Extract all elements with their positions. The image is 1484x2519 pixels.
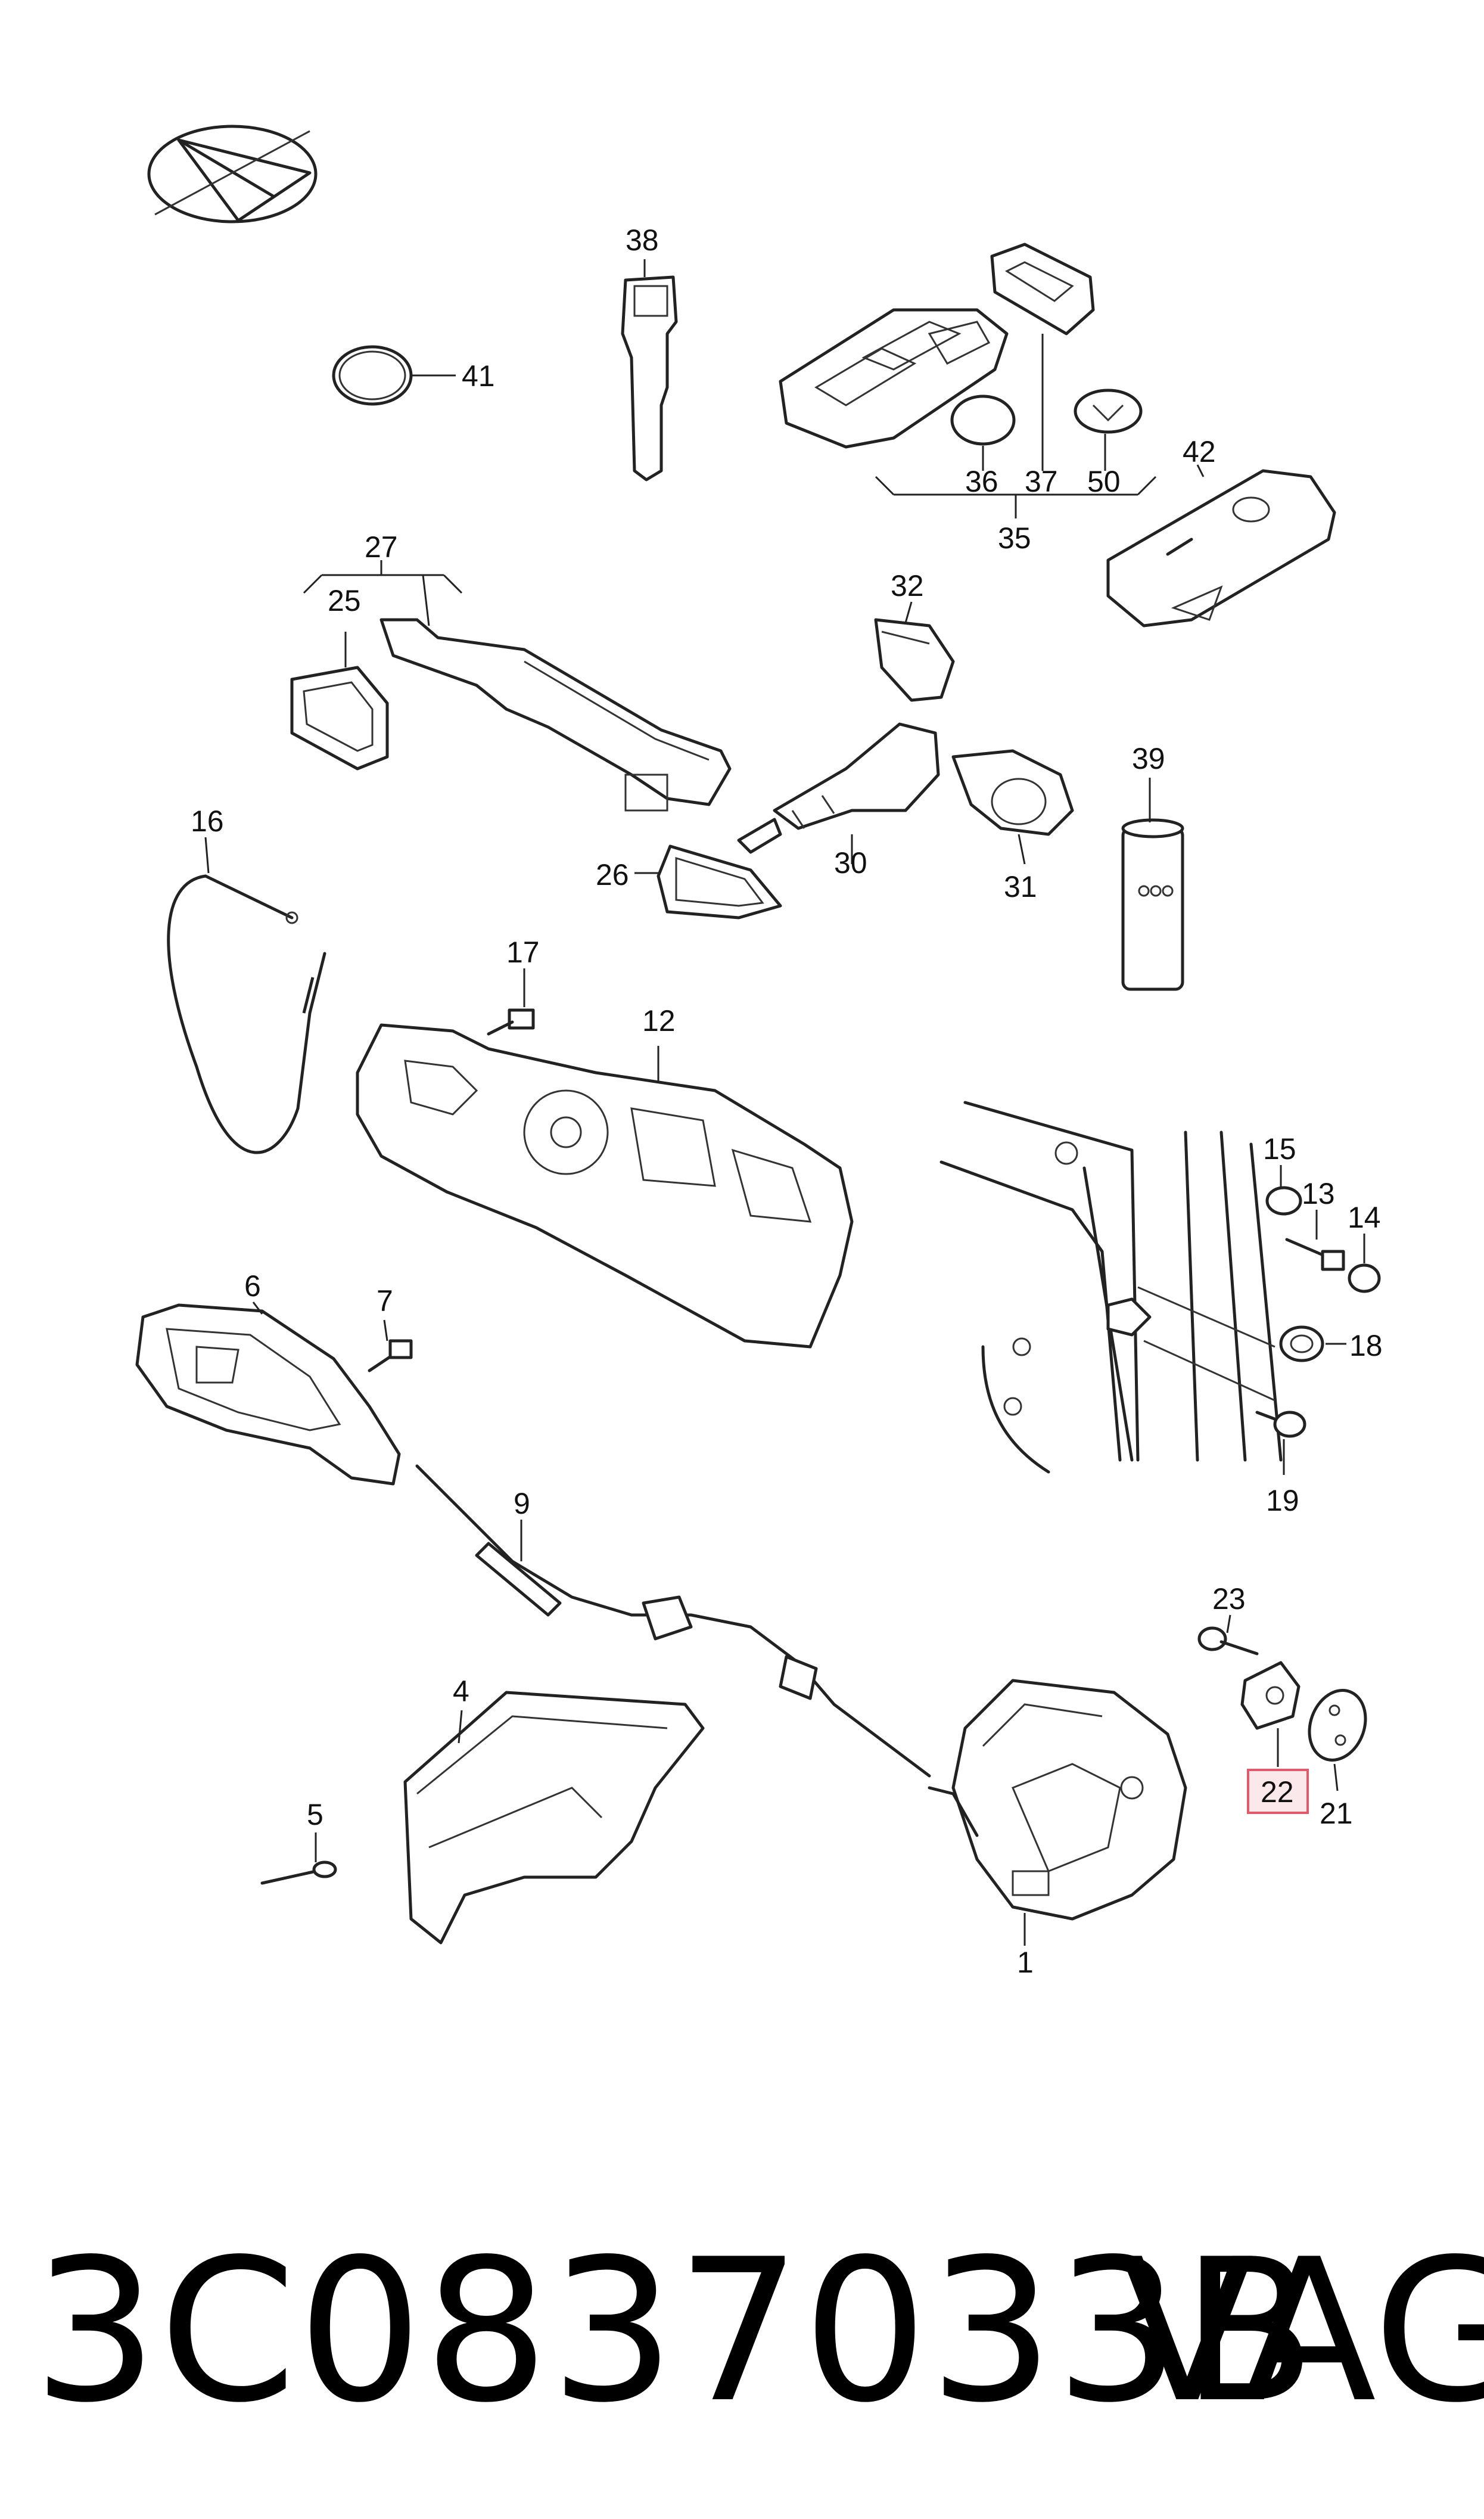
part-38-key-blade (621, 259, 678, 482)
callout-22: 22 (1261, 1775, 1294, 1809)
part-1-door-lock-actuator (928, 1679, 1187, 1946)
door-frame-section (939, 1101, 1283, 1474)
callout-37: 37 (1025, 465, 1058, 498)
part-14-cap (1348, 1234, 1381, 1293)
part-9-release-cable (415, 1464, 931, 1778)
part-39-lubricant-tube (1121, 778, 1184, 991)
part-7-screw (368, 1319, 413, 1372)
callout-7: 7 (377, 1284, 393, 1318)
callout-6: 6 (244, 1269, 261, 1303)
callout-5: 5 (307, 1798, 323, 1831)
part-30-lock-cylinder (737, 722, 940, 864)
part-6-inner-door-handle (135, 1302, 401, 1486)
callout-41: 41 (462, 359, 495, 393)
part-4-lock-bracket (403, 1691, 705, 1945)
part-15-grommet (1265, 1165, 1302, 1216)
part-50-emblem (1074, 389, 1143, 471)
callout-17: 17 (506, 936, 540, 969)
callout-32: 32 (891, 569, 924, 602)
part-13-bolt (1285, 1210, 1345, 1271)
part-16-bowden-cable (167, 837, 326, 1154)
callout-39: 39 (1132, 742, 1165, 775)
callout-42: 42 (1183, 435, 1216, 468)
callout-30: 30 (834, 846, 867, 880)
callout-50: 50 (1087, 465, 1121, 498)
callout-4: 4 (453, 1675, 469, 1708)
part-21-shim-plate (1308, 1689, 1367, 1791)
callout-38: 38 (626, 223, 659, 257)
part-42-key-fob (1106, 464, 1336, 628)
part-18-plug (1279, 1325, 1346, 1362)
part-17-screw (487, 968, 535, 1036)
callout-26: 26 (596, 858, 629, 892)
part-27-outer-door-handle (303, 560, 732, 812)
part-32-trim-cap (874, 601, 955, 702)
part-26-gasket (634, 844, 782, 920)
part-35-remote-key (779, 308, 1157, 518)
callout-1: 1 (1017, 1946, 1034, 1979)
callout-35: 35 (998, 521, 1031, 555)
part-36-battery (950, 395, 1016, 471)
callout-12: 12 (642, 1004, 676, 1038)
orientation-arrow-icon (147, 125, 318, 223)
callout-36: 36 (965, 465, 998, 498)
part-23-screw (1197, 1614, 1259, 1655)
part-37-key-cap (990, 243, 1095, 471)
brand-label: VAG (1120, 2217, 1484, 2446)
part-5-rivet (260, 1832, 337, 1885)
callout-14: 14 (1348, 1201, 1381, 1234)
callout-16: 16 (191, 805, 224, 838)
callout-19: 19 (1266, 1484, 1299, 1517)
callout-13: 13 (1302, 1177, 1335, 1210)
part-41-seal-ring (332, 345, 456, 406)
callout-21: 21 (1320, 1797, 1353, 1830)
callout-25: 25 (328, 584, 361, 617)
part-22-lock-striker (1240, 1661, 1301, 1767)
part-12-handle-carrier (356, 1023, 854, 1349)
callout-27: 27 (365, 530, 398, 564)
part-31-end-cap (951, 749, 1074, 865)
callout-18: 18 (1349, 1329, 1383, 1362)
part-number: 3C0837033B (33, 2217, 1318, 2446)
callout-22-highlight: 22 (1247, 1769, 1309, 1814)
callout-23: 23 (1212, 1582, 1246, 1616)
part-25-handle-gasket (290, 632, 389, 771)
part-19-screw (1255, 1411, 1306, 1475)
callout-31: 31 (1004, 870, 1037, 903)
callout-15: 15 (1263, 1132, 1296, 1166)
callout-9: 9 (514, 1487, 530, 1520)
